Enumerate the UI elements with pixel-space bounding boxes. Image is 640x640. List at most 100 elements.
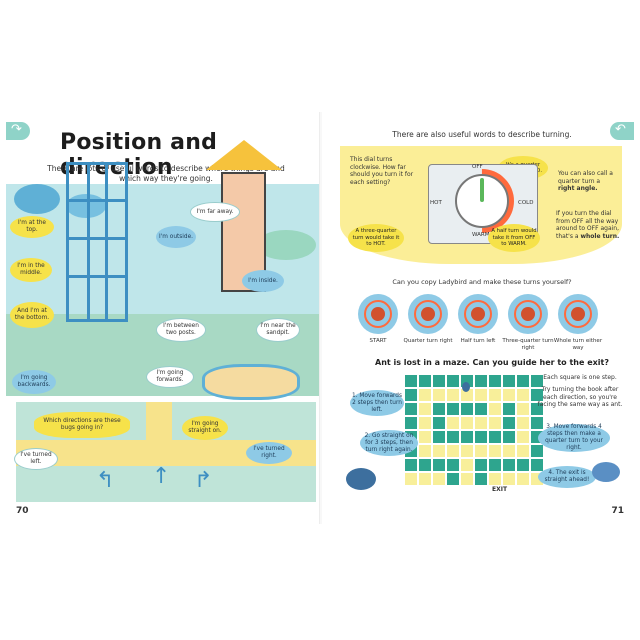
page-number-right: 71 xyxy=(611,506,624,516)
maze-cell xyxy=(418,388,432,402)
tree-icon xyxy=(14,184,60,214)
bubble-going-forwards: I'm going forwards. xyxy=(146,366,194,388)
bubble-at-top: I'm at the top. xyxy=(10,216,54,238)
page-title: Position and direction xyxy=(60,130,218,180)
maze-cell xyxy=(530,458,544,472)
road-vertical xyxy=(146,402,172,462)
maze-cell xyxy=(418,472,432,486)
turn-whole xyxy=(558,294,598,334)
maze-cell xyxy=(460,416,474,430)
turn-label: START xyxy=(369,338,387,344)
maze-cell xyxy=(446,374,460,388)
maze-cell xyxy=(460,472,474,486)
book-spread: ↷ Position and direction There are lots … xyxy=(0,112,640,524)
dial-text: This dial turns clockwise. How far shoul… xyxy=(350,156,414,186)
maze-cell xyxy=(418,430,432,444)
bush-icon xyxy=(256,230,316,260)
maze-grid xyxy=(404,374,564,494)
maze-cell xyxy=(432,444,446,458)
bubble-at-bottom: And I'm at the bottom. xyxy=(10,302,54,328)
rhino-beetle-icon xyxy=(592,462,620,482)
maze-cell xyxy=(502,416,516,430)
left-page: ↷ Position and direction There are lots … xyxy=(6,112,320,524)
maze-cell xyxy=(460,444,474,458)
bubble-far-away: I'm far away. xyxy=(190,202,240,222)
maze-cell xyxy=(404,388,418,402)
bubble-in-middle: I'm in the middle. xyxy=(10,258,52,282)
turn-quarter-right xyxy=(408,294,448,334)
step-1-bubble: 1. Move forwards 2 steps then turn left. xyxy=(350,390,404,416)
dial-needle xyxy=(480,178,484,202)
half-turn-bubble: A half turn would take it from OFF to WA… xyxy=(488,224,540,252)
turn-three-quarter-right xyxy=(508,294,548,334)
ladybird-icon xyxy=(521,307,535,321)
maze-cell xyxy=(418,458,432,472)
turn-half-left xyxy=(458,294,498,334)
dial-label-warm: WARM xyxy=(472,232,490,238)
maze-cell xyxy=(488,374,502,388)
maze-cell xyxy=(530,388,544,402)
page-number-left: 70 xyxy=(16,506,29,516)
maze-cell xyxy=(474,402,488,416)
maze-cell xyxy=(446,388,460,402)
maze-cell xyxy=(488,416,502,430)
tower-roof xyxy=(206,140,282,170)
maze-cell xyxy=(502,388,516,402)
sandpit xyxy=(202,364,300,400)
tree-icon xyxy=(66,194,106,218)
maze-cell xyxy=(488,402,502,416)
maze-cell xyxy=(474,430,488,444)
maze-cell xyxy=(488,472,502,486)
bubble-near-sandpit: I'm near the sandpit. xyxy=(256,318,300,342)
maze-cell xyxy=(446,402,460,416)
dial-label-cold: COLD xyxy=(518,200,534,206)
ladybird-icon xyxy=(471,307,485,321)
maze-cell xyxy=(432,458,446,472)
turn-label: Three-quarter turn right xyxy=(502,338,554,351)
maze-cell xyxy=(474,458,488,472)
maze-cell xyxy=(474,374,488,388)
each-square-text: Each square is one step. xyxy=(543,374,617,381)
bubble-turned-right: I've turned right. xyxy=(246,442,292,464)
maze-cell xyxy=(488,458,502,472)
dial-label-off: OFF xyxy=(472,164,483,170)
exit-label: EXIT xyxy=(492,486,508,493)
whole-turn-text: If you turn the dial from OFF all the wa… xyxy=(556,210,620,240)
maze-cell xyxy=(516,416,530,430)
bubble-inside: I'm inside. xyxy=(242,270,284,292)
maze-cell xyxy=(418,374,432,388)
beetle-icon xyxy=(346,468,376,490)
turn-label: Quarter turn right xyxy=(403,338,453,344)
maze-cell xyxy=(432,402,446,416)
maze-cell xyxy=(474,416,488,430)
ladybird-icon xyxy=(371,307,385,321)
maze-cell xyxy=(432,374,446,388)
turns-title: Can you copy Ladybird and make these tur… xyxy=(392,278,572,286)
maze-cell xyxy=(446,458,460,472)
arrow-left-icon: ↰ xyxy=(96,468,115,493)
climbing-frame xyxy=(66,162,128,322)
maze-cell xyxy=(488,388,502,402)
maze-cell xyxy=(404,374,418,388)
maze-cell xyxy=(502,472,516,486)
step-3-bubble: 3. Move forwards 4 steps then make a qua… xyxy=(538,424,610,452)
maze-cell xyxy=(404,458,418,472)
maze-cell xyxy=(502,458,516,472)
maze-cell xyxy=(474,388,488,402)
intro-text: There are lots of useful words to descri… xyxy=(47,164,285,183)
bubble-between-posts: I'm between two posts. xyxy=(156,318,206,342)
maze-cell xyxy=(488,444,502,458)
turn-start xyxy=(358,294,398,334)
maze-cell xyxy=(418,444,432,458)
maze-cell xyxy=(502,402,516,416)
ladybird-icon xyxy=(571,307,585,321)
maze-cell xyxy=(404,402,418,416)
maze-title: Ant is lost in a maze. Can you guide her… xyxy=(375,358,609,367)
ant-icon xyxy=(462,382,470,392)
maze-cell xyxy=(432,472,446,486)
ladybird-icon xyxy=(421,307,435,321)
maze-cell xyxy=(432,416,446,430)
maze-cell xyxy=(516,444,530,458)
right-page: ↶ There are also useful words to describ… xyxy=(322,112,634,524)
dial-label-hot: HOT xyxy=(430,200,442,206)
